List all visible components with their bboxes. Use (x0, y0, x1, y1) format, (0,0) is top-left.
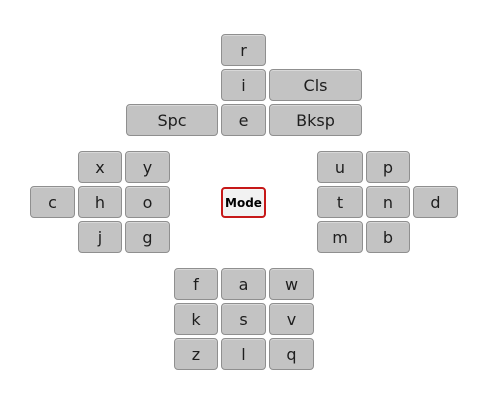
key-label: Spc (157, 110, 187, 130)
key-label: b (382, 227, 394, 247)
key-label: i (241, 75, 246, 95)
key-j[interactable]: j (78, 221, 122, 253)
key-c[interactable]: c (30, 186, 75, 218)
key-z[interactable]: z (174, 338, 218, 370)
key-label: m (332, 227, 348, 247)
key-label: w (284, 274, 299, 294)
key-label: r (240, 40, 247, 60)
key-q[interactable]: q (269, 338, 314, 370)
key-bksp[interactable]: Bksp (269, 104, 362, 136)
key-label: y (142, 157, 153, 177)
key-t[interactable]: t (317, 186, 363, 218)
key-label: Cls (303, 75, 328, 95)
key-b[interactable]: b (366, 221, 410, 253)
key-g[interactable]: g (125, 221, 170, 253)
key-n[interactable]: n (366, 186, 410, 218)
key-label: Mode (225, 195, 262, 210)
key-label: k (191, 309, 201, 329)
key-label: u (334, 157, 346, 177)
key-label: h (94, 192, 106, 212)
key-label: n (382, 192, 394, 212)
key-label: p (382, 157, 394, 177)
key-label: v (286, 309, 297, 329)
key-label: a (238, 274, 249, 294)
key-label: c (48, 192, 57, 212)
key-label: o (142, 192, 153, 212)
key-label: q (286, 344, 297, 364)
key-l[interactable]: l (221, 338, 266, 370)
key-label: d (430, 192, 441, 212)
key-v[interactable]: v (269, 303, 314, 335)
key-e[interactable]: e (221, 104, 266, 136)
key-label: e (238, 110, 249, 130)
key-label: x (95, 157, 105, 177)
key-a[interactable]: a (221, 268, 266, 300)
key-label: z (191, 344, 201, 364)
key-label: g (142, 227, 153, 247)
key-k[interactable]: k (174, 303, 218, 335)
key-cls[interactable]: Cls (269, 69, 362, 101)
key-i[interactable]: i (221, 69, 266, 101)
key-spc[interactable]: Spc (126, 104, 218, 136)
key-r[interactable]: r (221, 34, 266, 66)
key-label: s (239, 309, 248, 329)
key-m[interactable]: m (317, 221, 363, 253)
mode-button[interactable]: Mode (221, 187, 266, 218)
key-label: Bksp (296, 110, 335, 130)
key-label: l (241, 344, 246, 364)
key-w[interactable]: w (269, 268, 314, 300)
key-y[interactable]: y (125, 151, 170, 183)
key-s[interactable]: s (221, 303, 266, 335)
key-h[interactable]: h (78, 186, 122, 218)
key-p[interactable]: p (366, 151, 410, 183)
key-u[interactable]: u (317, 151, 363, 183)
key-label: j (97, 227, 103, 247)
key-f[interactable]: f (174, 268, 218, 300)
key-label: t (336, 192, 344, 212)
key-d[interactable]: d (413, 186, 458, 218)
key-o[interactable]: o (125, 186, 170, 218)
key-x[interactable]: x (78, 151, 122, 183)
key-label: f (193, 274, 199, 294)
